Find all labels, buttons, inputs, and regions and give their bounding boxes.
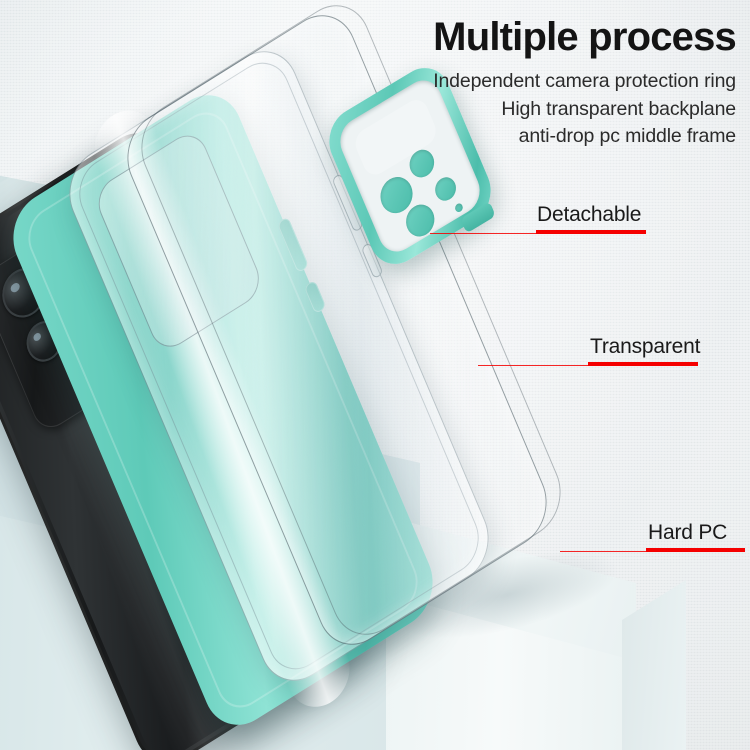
feature-item-1: Independent camera protection ring <box>433 70 736 92</box>
callout-leader-line-hardpc <box>560 551 648 552</box>
callout-underline-transparent <box>588 362 698 366</box>
callout-underline-hardpc <box>646 548 745 552</box>
callout-label-detachable: Detachable <box>537 203 642 226</box>
feature-item-3: anti-drop pc middle frame <box>518 125 737 148</box>
camera-ring-hole-sensor <box>453 201 464 214</box>
callout-label-hardpc: Hard PC <box>648 521 728 544</box>
feature-item-2: High transparent backplane <box>501 97 736 120</box>
callout-leader-line-detachable <box>430 233 538 234</box>
page-title: Multiple process <box>433 15 737 59</box>
camera-ring-hole-quaternary <box>431 173 460 205</box>
callout-underline-detachable <box>536 230 646 234</box>
callout-leader-line-transparent <box>478 365 590 366</box>
callout-label-transparent: Transparent <box>590 335 701 358</box>
feature-list: Independent camera protection ring High … <box>396 68 736 151</box>
